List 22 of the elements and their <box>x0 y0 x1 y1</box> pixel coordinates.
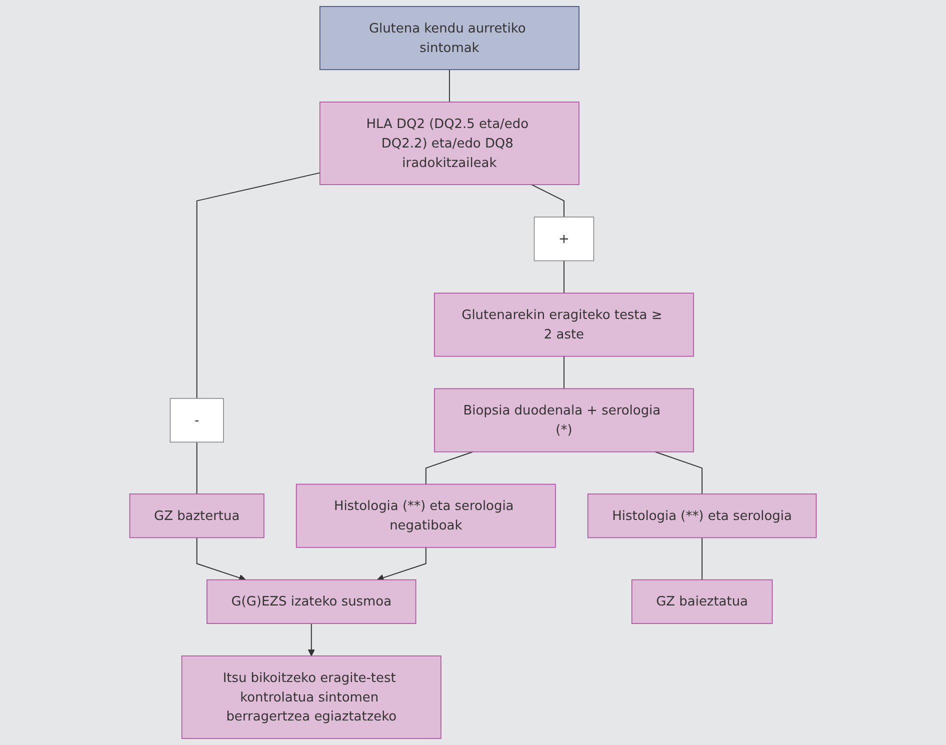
node-box: HLA DQ2 (DQ2.5 eta/edo DQ2.2) eta/edo DQ8 iradokitzaileak <box>319 102 580 186</box>
node-box: - <box>170 398 224 443</box>
node-box: Itsu bikoitzeko eragite-test kontrolatua sintomen berragertzea egiaztatzeko <box>181 656 442 739</box>
node-box: Biopsia duodenala + serologia (*) <box>434 388 694 452</box>
arrow <box>308 623 315 656</box>
connector <box>531 184 564 218</box>
node-box: Glutena kendu aurretiko sintomak <box>319 6 580 70</box>
arrow <box>376 546 426 582</box>
arrow <box>196 537 246 582</box>
node-box: GZ baztertua <box>129 494 264 538</box>
node-box: Histologia (**) eta serologia <box>587 494 817 538</box>
node-box: Histologia (**) eta serologia negatiboak <box>296 484 556 548</box>
node-box: Glutenarekin eragiteko testa ≥ 2 aste <box>434 292 694 357</box>
connector <box>448 69 450 103</box>
node-box: GZ baieztatua <box>631 579 773 624</box>
connector <box>196 442 198 494</box>
node-box: + <box>534 216 594 262</box>
connector <box>654 451 703 494</box>
connector <box>702 537 703 580</box>
node-box: G(G)EZS izateko susmoa <box>206 579 416 624</box>
connector <box>425 451 474 485</box>
connector <box>196 172 320 399</box>
